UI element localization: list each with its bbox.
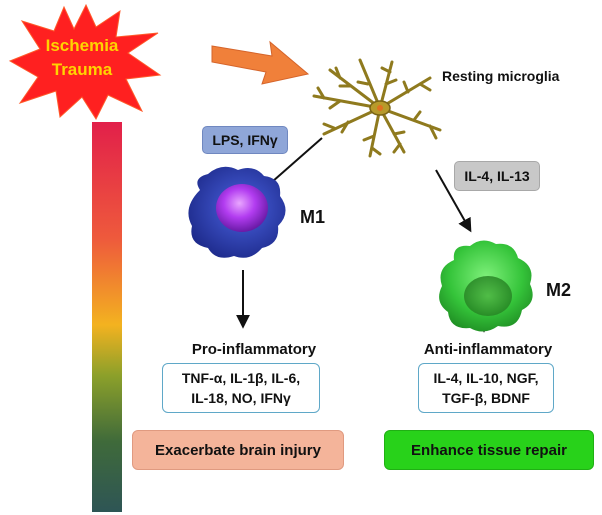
- m1-cell-icon: [188, 166, 286, 258]
- arrow-to-m2: [435, 169, 472, 233]
- m1-label: M1: [300, 207, 326, 227]
- pro-inflammatory-label: Pro-inflammatory: [191, 341, 317, 358]
- ischemia-label: Ischemia: [45, 36, 119, 55]
- exacerbate-injury-box: Exacerbate brain injury: [132, 430, 344, 470]
- m2-cell-icon: [439, 240, 533, 332]
- il4-il13-box: IL-4, IL-13: [454, 161, 540, 191]
- trauma-label: Trauma: [51, 60, 113, 79]
- orange-arrow-icon: [211, 40, 310, 85]
- m2-cytokines-line1: IL-4, IL-10, NGF,: [433, 370, 539, 386]
- m2-cytokines-line2: TGF-β, BDNF: [442, 390, 530, 406]
- m1-cytokines-line1: TNF-α, IL-1β, IL-6,: [181, 370, 301, 386]
- m1-cytokine-box: TNF-α, IL-1β, IL-6, IL-18, NO, IFNγ: [162, 363, 320, 413]
- m2-cytokine-box: IL-4, IL-10, NGF, TGF-β, BDNF: [418, 363, 554, 413]
- starburst-icon: [8, 3, 162, 121]
- lps-ifn-box: LPS, IFNγ: [202, 126, 288, 154]
- microglia-icon: [312, 58, 442, 158]
- enhance-repair-box: Enhance tissue repair: [384, 430, 594, 470]
- m2-label: M2: [546, 280, 572, 300]
- anti-inflammatory-label: Anti-inflammatory: [423, 341, 553, 358]
- m1-cytokines-line2: IL-18, NO, IFNγ: [191, 390, 291, 406]
- resting-microglia-label: Resting microglia: [442, 68, 560, 84]
- severity-gradient-bar: [92, 122, 122, 512]
